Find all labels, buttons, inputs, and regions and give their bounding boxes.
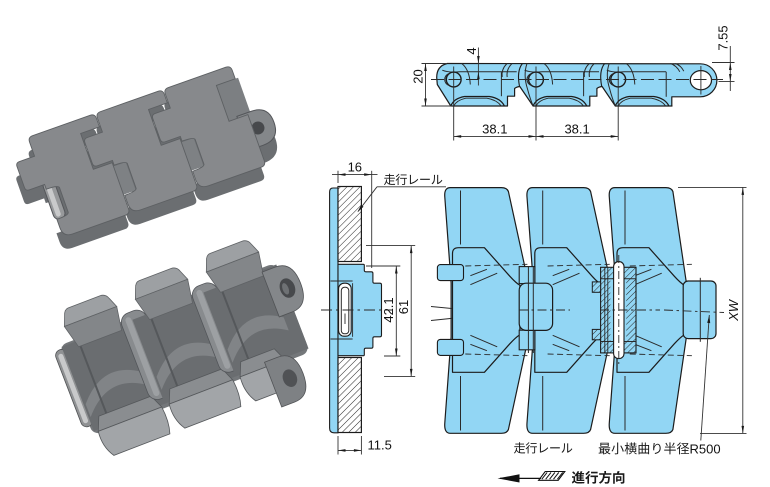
svg-text:16: 16	[348, 160, 362, 175]
svg-text:20: 20	[411, 69, 426, 83]
svg-text:42.1: 42.1	[381, 297, 396, 322]
svg-text:11.5: 11.5	[368, 438, 392, 453]
svg-text:4: 4	[464, 47, 479, 54]
svg-text:38.1: 38.1	[564, 122, 589, 137]
svg-text:7.55: 7.55	[716, 25, 731, 50]
svg-text:61: 61	[396, 300, 411, 314]
svg-text:R500: R500	[690, 441, 721, 456]
svg-text:38.1: 38.1	[482, 122, 507, 137]
svg-text:XW: XW	[726, 298, 741, 322]
